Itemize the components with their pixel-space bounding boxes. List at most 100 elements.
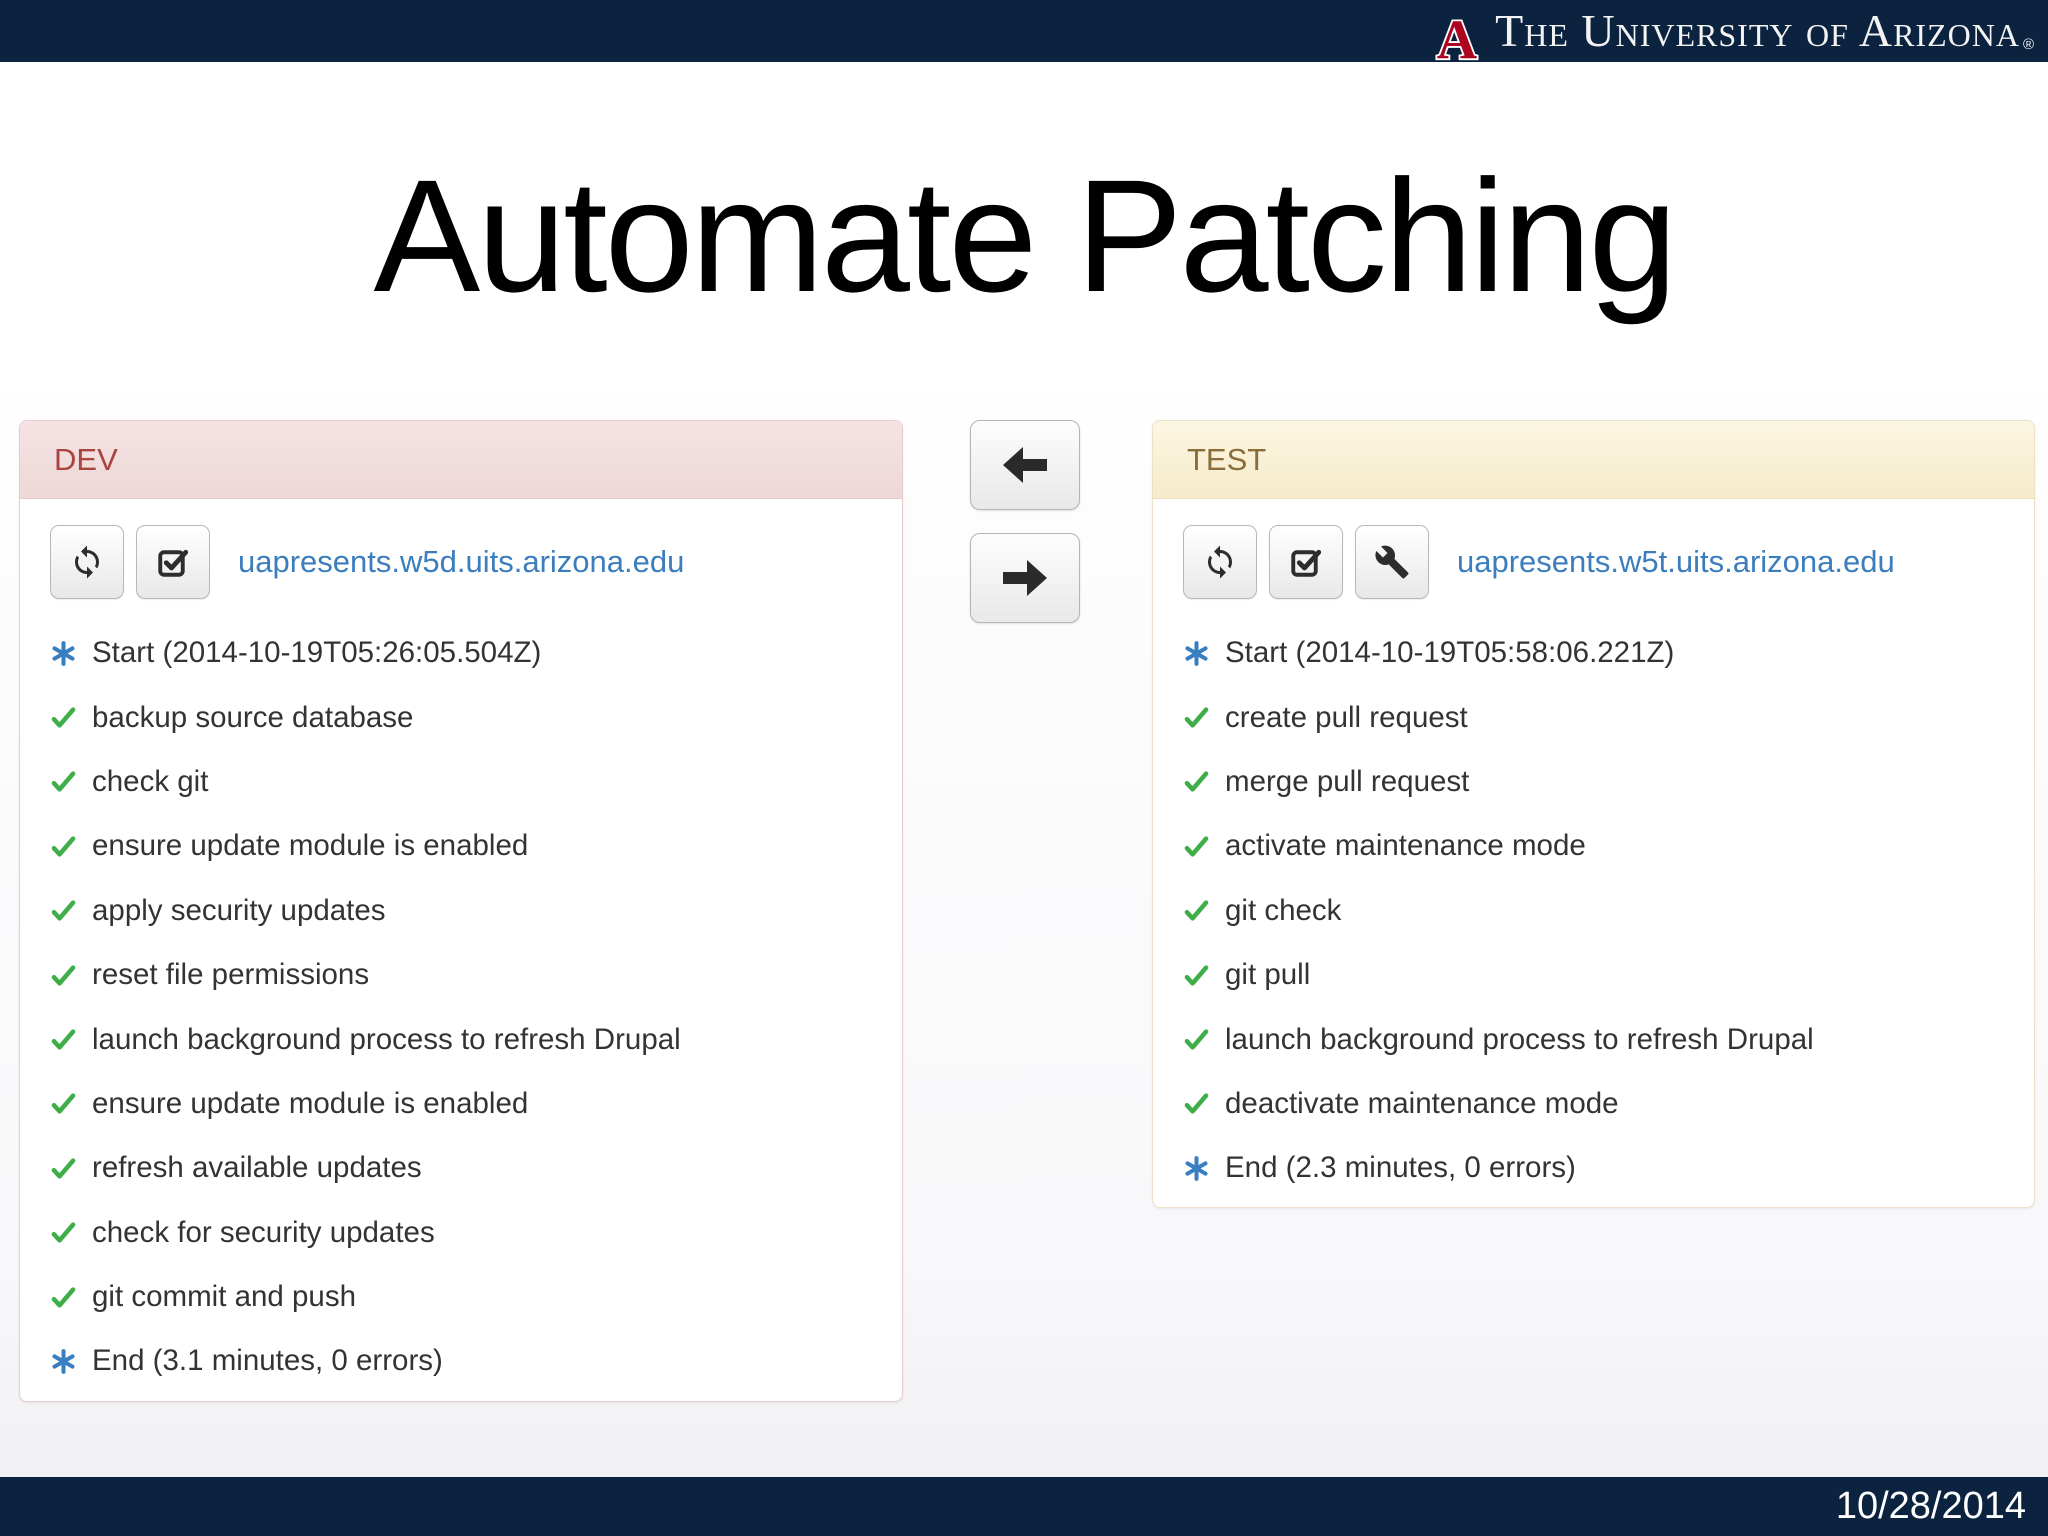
task-row: deactivate maintenance mode — [1183, 1072, 2004, 1136]
test-panel-body: uapresents.w5t.uits.arizona.edu Start (2… — [1153, 499, 2034, 1201]
asterisk-icon — [50, 1348, 77, 1375]
task-label: reset file permissions — [92, 958, 370, 992]
slide-title: Automate Patching — [373, 146, 1678, 325]
task-row: backup source database — [50, 685, 872, 749]
university-a-logo-icon: A — [1431, 10, 1483, 68]
task-row: check for security updates — [50, 1201, 872, 1265]
dev-site-link[interactable]: uapresents.w5d.uits.arizona.edu — [238, 544, 685, 579]
check-icon — [1183, 897, 1210, 924]
dev-panel-header: DEV — [20, 421, 902, 499]
bottom-bar: 10/28/2014 — [0, 1477, 2048, 1536]
task-row: git check — [1183, 879, 2004, 943]
check-icon — [50, 704, 77, 731]
task-label: ensure update module is enabled — [92, 829, 529, 863]
task-row: End (2.3 minutes, 0 errors) — [1183, 1136, 2004, 1200]
task-label: deactivate maintenance mode — [1225, 1086, 1619, 1120]
task-row: git pull — [1183, 943, 2004, 1007]
test-panel-header: TEST — [1153, 421, 2034, 499]
task-row: ensure update module is enabled — [50, 1072, 872, 1136]
task-label: git check — [1225, 893, 1342, 927]
left-arrow-icon — [1001, 445, 1049, 485]
toolbar-button[interactable] — [1183, 525, 1257, 599]
check-icon — [50, 768, 77, 795]
check-icon — [1183, 1026, 1210, 1053]
dev-task-list: Start (2014-10-19T05:26:05.504Z) backup … — [50, 621, 872, 1394]
dev-panel-title: DEV — [54, 441, 118, 477]
dev-toolbar-buttons — [50, 525, 222, 599]
dev-panel-body: uapresents.w5d.uits.arizona.edu Start (2… — [20, 499, 902, 1394]
dev-toolbar: uapresents.w5d.uits.arizona.edu — [50, 525, 872, 599]
task-label: backup source database — [92, 700, 414, 734]
task-label: merge pull request — [1225, 764, 1470, 798]
task-row: reset file permissions — [50, 943, 872, 1007]
check-icon — [50, 1026, 77, 1053]
task-label: check for security updates — [92, 1215, 435, 1249]
check-icon — [50, 897, 77, 924]
task-label: refresh available updates — [92, 1151, 422, 1185]
test-toolbar-buttons — [1183, 525, 1441, 599]
asterisk-icon — [1183, 640, 1210, 667]
task-row: apply security updates — [50, 879, 872, 943]
task-row: merge pull request — [1183, 750, 2004, 814]
check-icon — [50, 833, 77, 860]
check-icon — [1183, 833, 1210, 860]
check-icon — [1183, 962, 1210, 989]
registered-trademark: ® — [2022, 36, 2034, 53]
task-label: check git — [92, 764, 209, 798]
svg-text:A: A — [1437, 10, 1477, 68]
test-toolbar: uapresents.w5t.uits.arizona.edu — [1183, 525, 2004, 599]
task-label: Start (2014-10-19T05:58:06.221Z) — [1225, 636, 1675, 670]
right-arrow-icon — [1001, 558, 1049, 598]
task-label: create pull request — [1225, 700, 1468, 734]
task-row: Start (2014-10-19T05:26:05.504Z) — [50, 621, 872, 685]
task-row: ensure update module is enabled — [50, 814, 872, 878]
test-panel-title: TEST — [1187, 441, 1267, 477]
slide-date: 10/28/2014 — [1835, 1485, 2026, 1527]
task-row: activate maintenance mode — [1183, 814, 2004, 878]
toolbar-button[interactable] — [1269, 525, 1343, 599]
task-label: git commit and push — [92, 1280, 356, 1314]
test-task-list: Start (2014-10-19T05:58:06.221Z) create … — [1183, 621, 2004, 1201]
task-label: git pull — [1225, 958, 1311, 992]
check-square-icon — [1288, 544, 1324, 580]
check-icon — [50, 1219, 77, 1246]
promote-right-button[interactable] — [970, 533, 1080, 623]
task-row: End (3.1 minutes, 0 errors) — [50, 1329, 872, 1393]
check-icon — [1183, 704, 1210, 731]
toolbar-button[interactable] — [1355, 525, 1429, 599]
task-row: refresh available updates — [50, 1136, 872, 1200]
check-icon — [50, 1155, 77, 1182]
task-row: git commit and push — [50, 1265, 872, 1329]
task-label: activate maintenance mode — [1225, 829, 1586, 863]
task-row: launch background process to refresh Dru… — [1183, 1007, 2004, 1071]
task-row: create pull request — [1183, 685, 2004, 749]
university-name: The University of Arizona — [1495, 5, 2020, 56]
test-panel: TEST uapresents.w5t.uits.ari — [1152, 420, 2035, 1208]
toolbar-button[interactable] — [136, 525, 210, 599]
refresh-icon — [1202, 544, 1238, 580]
task-row: check git — [50, 750, 872, 814]
asterisk-icon — [50, 640, 77, 667]
task-row: launch background process to refresh Dru… — [50, 1007, 872, 1071]
task-label: End (3.1 minutes, 0 errors) — [92, 1344, 443, 1378]
top-header-bar: A The University of Arizona ® — [0, 0, 2048, 68]
check-square-icon — [155, 544, 191, 580]
task-label: ensure update module is enabled — [92, 1086, 529, 1120]
check-icon — [1183, 1090, 1210, 1117]
task-label: launch background process to refresh Dru… — [1225, 1022, 1814, 1056]
promote-left-button[interactable] — [970, 420, 1080, 510]
asterisk-icon — [1183, 1155, 1210, 1182]
refresh-icon — [69, 544, 105, 580]
task-label: launch background process to refresh Dru… — [92, 1022, 681, 1056]
task-label: apply security updates — [92, 893, 386, 927]
check-icon — [50, 962, 77, 989]
check-icon — [1183, 768, 1210, 795]
check-icon — [50, 1284, 77, 1311]
wrench-icon — [1374, 544, 1410, 580]
task-label: Start (2014-10-19T05:26:05.504Z) — [92, 636, 542, 670]
task-label: End (2.3 minutes, 0 errors) — [1225, 1151, 1576, 1185]
university-brand: A The University of Arizona ® — [1431, 2, 2034, 68]
toolbar-button[interactable] — [50, 525, 124, 599]
dev-panel: DEV uapresents.w5d.uits.arizona.edu — [19, 420, 903, 1402]
test-site-link[interactable]: uapresents.w5t.uits.arizona.edu — [1457, 544, 1895, 579]
